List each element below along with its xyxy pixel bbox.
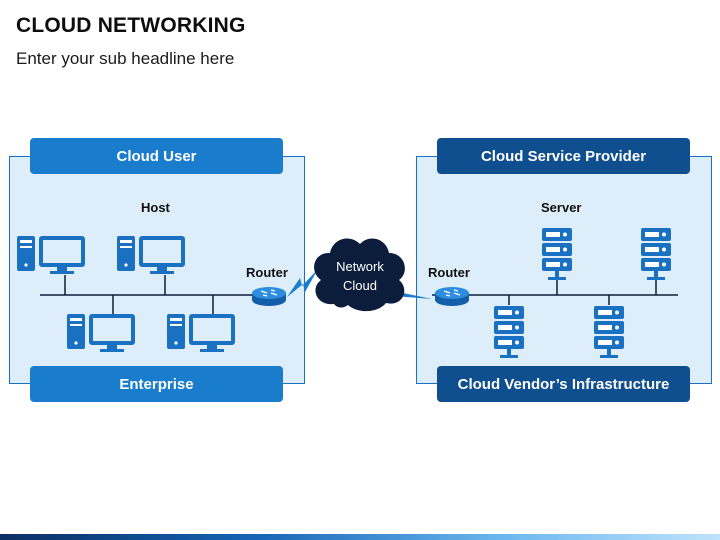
- cloud-vendor-infrastructure-label: Cloud Vendor’s Infrastructure: [437, 366, 690, 402]
- network-cloud-line1: Network: [336, 259, 384, 274]
- server-icon: [494, 306, 524, 358]
- page-subtitle: Enter your sub headline here: [16, 49, 235, 68]
- network-cloud-line2: Cloud: [343, 278, 377, 293]
- host-computer-icon: [67, 314, 135, 352]
- right-router-label: Router: [428, 265, 470, 280]
- left-lightning-link-icon: [287, 269, 318, 297]
- network-cloud-label: Network Cloud: [319, 257, 401, 295]
- host-label: Host: [141, 200, 170, 215]
- left-network-bus: [40, 275, 262, 314]
- left-router-icon: [251, 286, 287, 307]
- server-icon: [594, 306, 624, 358]
- left-router-label: Router: [246, 265, 288, 280]
- right-router-icon: [434, 286, 470, 307]
- server-icon: [641, 228, 671, 280]
- cloud-service-provider-label: Cloud Service Provider: [437, 138, 690, 174]
- host-computer-icon: [167, 314, 235, 352]
- server-label: Server: [541, 200, 582, 215]
- bottom-accent-bar: [0, 534, 720, 540]
- enterprise-label: Enterprise: [30, 366, 283, 402]
- page-title: CLOUD NETWORKING: [16, 14, 246, 37]
- right-network-bus: [432, 280, 678, 305]
- cloud-user-label: Cloud User: [30, 138, 283, 174]
- network-cloud-icon: [314, 238, 405, 312]
- server-icon: [542, 228, 572, 280]
- host-computer-icon: [17, 236, 85, 274]
- host-computer-icon: [117, 236, 185, 274]
